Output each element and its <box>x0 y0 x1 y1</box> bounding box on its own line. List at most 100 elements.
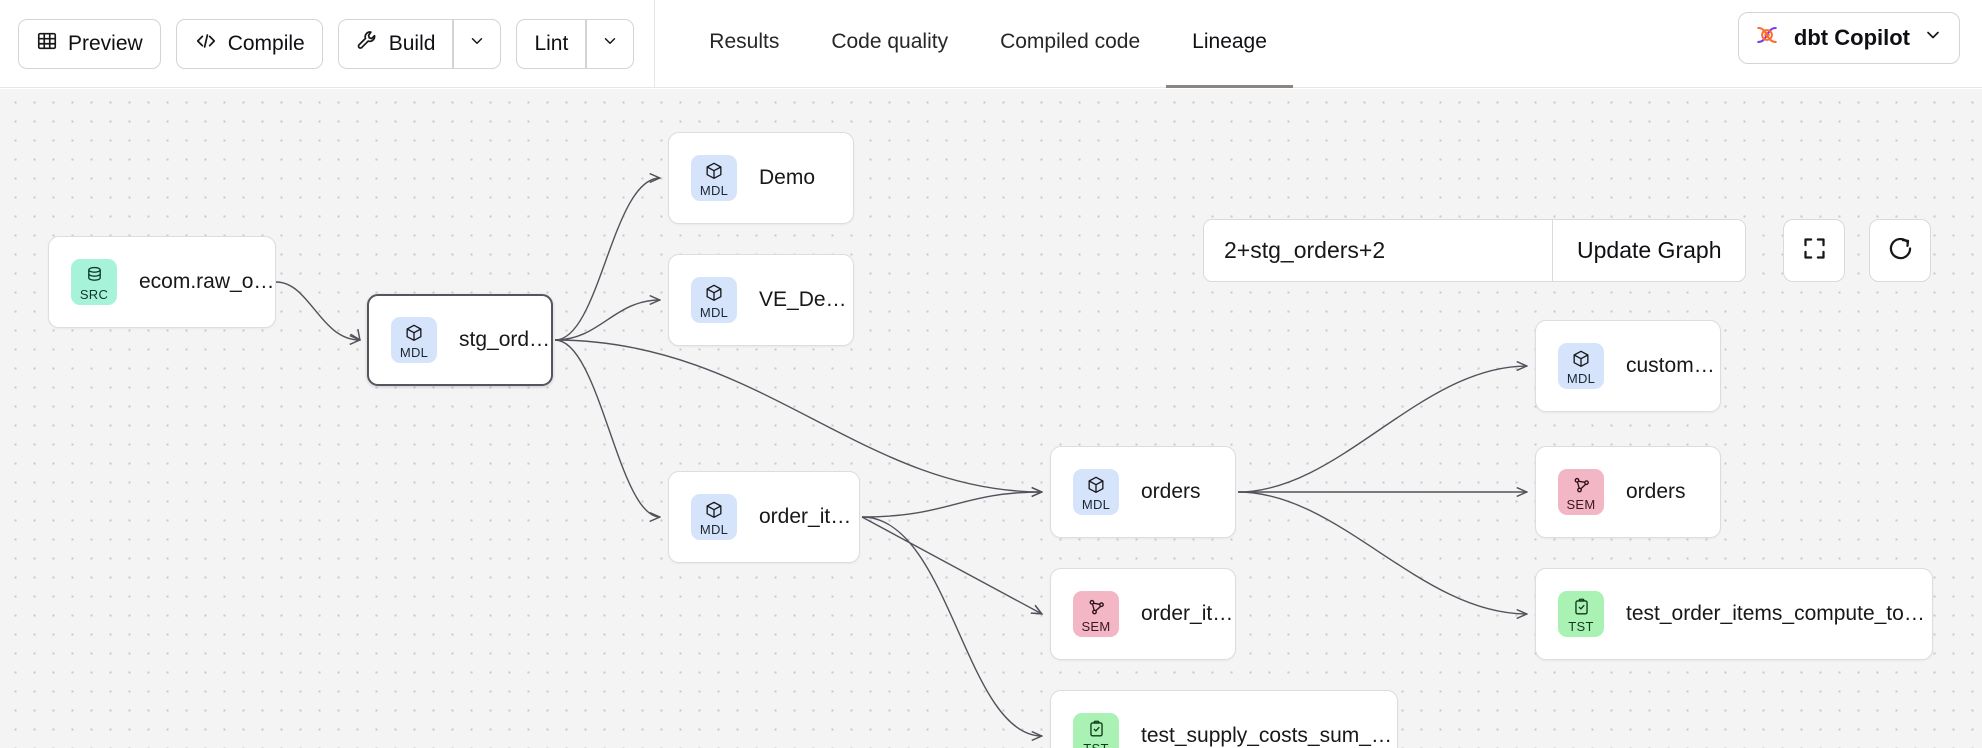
cube-icon <box>704 500 724 522</box>
edge-orders-to-customers <box>1237 366 1527 493</box>
tab-results-label: Results <box>709 30 780 53</box>
top-header-bar: Preview Compile <box>0 0 1982 88</box>
edge-stg-to-ve-demo <box>554 300 660 341</box>
semantic-icon <box>1571 475 1592 497</box>
node-type-label: MDL <box>699 183 729 198</box>
node-label: customers <box>1626 354 1720 377</box>
database-icon <box>85 265 104 287</box>
editor-toolbar: Preview Compile <box>0 0 635 87</box>
fullscreen-icon <box>1801 235 1828 267</box>
build-button-label: Build <box>388 31 436 55</box>
lineage-node-orders_sem[interactable]: SEM orders <box>1535 446 1721 538</box>
node-label: stg_orders <box>459 328 551 351</box>
lint-button[interactable]: Lint <box>516 18 586 69</box>
node-type-badge-tst: TST <box>1073 713 1119 748</box>
graph-controls: Update Graph <box>1203 219 1747 282</box>
node-label: test_supply_costs_sum_correctly <box>1141 724 1397 747</box>
lineage-node-order_items[interactable]: MDL order_items <box>668 471 860 563</box>
panel-tabs: Results Code quality Compiled code Linea… <box>683 0 1293 88</box>
build-split-divider <box>452 18 454 69</box>
tab-results[interactable]: Results <box>683 0 805 88</box>
compile-button[interactable]: Compile <box>175 18 323 69</box>
node-type-label: SEM <box>1566 497 1596 512</box>
code-icon <box>194 30 218 58</box>
dbt-copilot-button[interactable]: dbt Copilot <box>1737 12 1960 64</box>
clipboard-check-icon <box>1087 719 1106 741</box>
lineage-edges <box>275 89 1982 748</box>
node-type-label: MDL <box>1081 497 1111 512</box>
node-type-label: SRC <box>79 287 109 302</box>
tab-code-quality-label: Code quality <box>831 30 949 53</box>
node-label: VE_Demo <box>759 288 853 311</box>
lint-split-divider <box>585 18 587 69</box>
lint-button-group: Lint <box>516 18 635 69</box>
graph-controls-divider <box>1552 220 1553 281</box>
lineage-node-test_order_items[interactable]: TSTtest_order_items_compute_to_bools_c..… <box>1535 568 1933 660</box>
node-type-label: MDL <box>699 522 729 537</box>
tab-compiled-code[interactable]: Compiled code <box>974 0 1166 88</box>
preview-button[interactable]: Preview <box>18 18 161 69</box>
tab-code-quality[interactable]: Code quality <box>805 0 974 88</box>
chevron-down-icon <box>468 32 486 55</box>
node-type-label: TST <box>1083 742 1108 748</box>
cube-icon <box>704 283 724 305</box>
lineage-node-stg_orders[interactable]: MDL stg_orders <box>367 294 553 386</box>
lineage-node-orders_mdl[interactable]: MDL orders <box>1050 446 1236 538</box>
node-type-label: MDL <box>699 305 729 320</box>
node-type-badge-mdl: MDL <box>1073 469 1119 515</box>
node-label: order_item <box>1141 602 1235 625</box>
refresh-graph-button[interactable] <box>1869 219 1931 282</box>
lineage-node-ve_demo[interactable]: MDL VE_Demo <box>668 254 854 346</box>
node-type-badge-mdl: MDL <box>691 277 737 323</box>
lineage-node-demo[interactable]: MDL Demo <box>668 132 854 224</box>
node-type-label: TST <box>1568 619 1594 634</box>
node-label: orders <box>1141 480 1201 503</box>
cube-icon <box>704 161 724 183</box>
copilot-button-wrap: dbt Copilot <box>1737 12 1960 64</box>
clipboard-check-icon <box>1572 597 1591 619</box>
refresh-icon <box>1887 235 1914 267</box>
update-graph-button[interactable]: Update Graph <box>1553 220 1746 281</box>
dbt-copilot-icon <box>1753 21 1781 55</box>
node-type-badge-mdl: MDL <box>391 317 437 363</box>
node-type-badge-sem: SEM <box>1073 591 1119 637</box>
tab-lineage[interactable]: Lineage <box>1166 0 1293 88</box>
lint-dropdown-button[interactable] <box>586 18 635 69</box>
lint-button-label: Lint <box>534 31 569 55</box>
node-type-badge-mdl: MDL <box>691 494 737 540</box>
build-dropdown-button[interactable] <box>453 18 502 69</box>
node-type-badge-tst: TST <box>1558 591 1604 637</box>
edge-order-items-to-orders <box>861 492 1042 518</box>
lineage-node-customers[interactable]: MDL customers <box>1535 320 1721 412</box>
semantic-icon <box>1086 597 1107 619</box>
fit-to-screen-button[interactable] <box>1783 219 1845 282</box>
build-button-group: Build <box>337 18 502 69</box>
edge-order-items-to-order-item-sem <box>861 516 1042 614</box>
dbt-copilot-label: dbt Copilot <box>1793 25 1910 50</box>
node-type-badge-sem: SEM <box>1558 469 1604 515</box>
compile-button-label: Compile <box>227 31 305 55</box>
preview-button-group: Preview <box>18 18 161 69</box>
lineage-node-order_item_sem[interactable]: SEM order_item <box>1050 568 1236 660</box>
node-type-label: MDL <box>399 345 429 360</box>
lineage-selector-input[interactable] <box>1204 220 1552 281</box>
node-type-badge-src: SRC <box>71 259 117 305</box>
cube-icon <box>1571 349 1591 371</box>
node-label: orders <box>1626 480 1686 503</box>
edge-stg-to-orders <box>554 339 1042 492</box>
node-type-badge-mdl: MDL <box>1558 343 1604 389</box>
node-label: Demo <box>759 166 816 189</box>
node-label: ecom.raw_orders <box>139 270 275 293</box>
lineage-node-ecom_raw_orders[interactable]: SRC ecom.raw_orders <box>48 236 276 328</box>
cube-icon <box>404 323 424 345</box>
edge-order-items-to-test-supply <box>861 516 1042 736</box>
build-button[interactable]: Build <box>337 18 453 69</box>
toolbar-tabs-divider <box>654 0 656 88</box>
edge-stg-to-order-items <box>554 339 660 517</box>
lineage-node-test_supply_costs[interactable]: TST test_supply_costs_sum_correctly <box>1050 690 1398 748</box>
node-label: order_items <box>759 505 859 528</box>
edge-raw-to-stg <box>275 281 360 340</box>
node-type-label: SEM <box>1081 619 1111 634</box>
